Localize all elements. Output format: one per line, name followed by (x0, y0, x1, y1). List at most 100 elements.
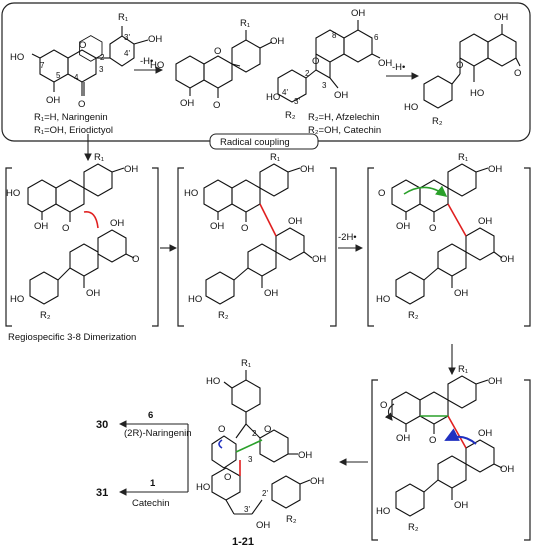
pos-3-flavanol: 3 (322, 81, 327, 90)
oh-radical-label: OH (270, 36, 284, 47)
o-radical-mid3: O (378, 188, 385, 199)
flavanol-structure (277, 20, 381, 103)
red-new-bond-3 (447, 203, 467, 237)
oh-flavanol-right: OH (378, 58, 392, 69)
quinone-methide-structure (391, 163, 503, 305)
red-new-bond-4 (447, 415, 467, 449)
reagent-6: 6 (148, 410, 153, 421)
oh-mid2-d: OH (264, 288, 278, 299)
oh-mid2-5: OH (210, 221, 224, 232)
product-pos-2p: 2' (262, 489, 268, 498)
r2-flavanol: R₂ (285, 110, 296, 121)
compound-31: 31 (96, 487, 108, 499)
oh-mid3-5: OH (396, 221, 410, 232)
o-ring-label: O (79, 40, 86, 51)
r1-label: R₁ (118, 12, 128, 23)
oh-mid3-top: OH (488, 164, 502, 175)
ho-mid3-b: HO (376, 294, 390, 305)
ho-mid1: HO (6, 188, 20, 199)
dimerization-caption: Regiospecific 3-8 Dimerization (8, 332, 136, 343)
minus-2h-label: -2H• (338, 232, 357, 243)
flavanol-radical-structure (423, 24, 521, 109)
oh-bot3-d: OH (454, 500, 468, 511)
ho-7-radical-label: HO (150, 60, 164, 71)
ho-radical-flavanol-b: HO (404, 102, 418, 113)
oh-5-radical-label: OH (180, 98, 194, 109)
pos-3p-flavanol: 3' (294, 97, 300, 106)
red-new-bond-2 (259, 203, 277, 237)
eriodictyol-label: R₁=OH, Eriodictyol (34, 125, 113, 136)
o-mid1: O (62, 223, 69, 234)
oh-mid2-top: OH (300, 164, 314, 175)
oh-mid3-b: OH (478, 216, 492, 227)
ho-bot3-b: HO (376, 506, 390, 517)
oh-bot3-b: OH (478, 428, 492, 439)
pos-2-flavanol: 2 (305, 69, 310, 78)
radical-coupling-label: Radical coupling (220, 137, 290, 148)
ho-mid1-b: HO (10, 294, 24, 305)
oh-mid3-d: OH (454, 288, 468, 299)
radical-coupling-pill (209, 133, 319, 150)
oh-4p-label: OH (148, 34, 162, 45)
oh-bot3-c: OH (500, 464, 514, 475)
pos-7: 7 (40, 61, 45, 70)
ho-mid2: HO (184, 188, 198, 199)
o-mid2: O (241, 223, 248, 234)
r1-bot3: R₁ (458, 364, 468, 375)
oh-mid3-c: OH (500, 254, 514, 265)
oh-mid1-top: OH (124, 164, 138, 175)
pos-3: 3 (99, 65, 104, 74)
compound-30: 30 (96, 419, 108, 431)
o-mid3: O (429, 223, 436, 234)
oh-5-label: OH (46, 95, 60, 106)
oh-mid1-5: OH (34, 221, 48, 232)
oh-3-flavanol: OH (334, 90, 348, 101)
o-4-radical-label: O (213, 100, 220, 111)
bracket-4-right (524, 379, 531, 541)
reagent-1: 1 (150, 478, 156, 489)
ho-4p-flavanol: HO (266, 92, 280, 103)
black-electron-arrow (384, 403, 395, 421)
pos-4: 4 (74, 73, 79, 82)
bracket-2-left (177, 167, 184, 327)
o-ring-radical-flavanol: O (456, 60, 463, 71)
reagent-catechin: Catechin (132, 498, 170, 509)
o-product-a: O (218, 424, 225, 435)
product-label: 1-21 (232, 536, 254, 548)
o-radical-flavanol: O (514, 68, 521, 79)
bracket-1-left (5, 167, 12, 327)
oh-product-d: OH (310, 476, 324, 487)
oh-mid2-c: OH (312, 254, 326, 265)
oh-bot3-5: OH (396, 433, 410, 444)
r2-radical-flavanol: R₂ (432, 116, 443, 127)
r1-mid3: R₁ (458, 152, 468, 163)
product-pos-2: 2 (252, 429, 257, 438)
r1-mid1: R₁ (94, 152, 104, 163)
o-product-c: O (224, 472, 231, 483)
cyclization-intermediate-structure (391, 375, 503, 517)
bracket-3-right (524, 167, 531, 327)
r2-mid3: R₂ (408, 310, 419, 321)
o-bot3: O (380, 400, 387, 411)
minus-h-left: -H• (140, 56, 153, 67)
r2-mid2: R₂ (218, 310, 229, 321)
r1-product: R₁ (241, 358, 251, 369)
r2-bot3: R₂ (408, 522, 419, 533)
reagent-naringenin: (2R)-Naringenin (124, 428, 192, 439)
pos-6: 6 (374, 33, 379, 42)
o-mid1-b: O (132, 254, 139, 265)
bracket-1-right (152, 167, 159, 327)
naringenin-label: R₁=H, Naringenin (34, 112, 108, 123)
r2-mid1: R₂ (40, 310, 51, 321)
r2-product: R₂ (286, 514, 297, 525)
oh-mid1-c: OH (86, 288, 100, 299)
oh-product-c: OH (256, 520, 270, 531)
ho-product-b: HO (196, 482, 210, 493)
flavanone-structure (31, 26, 149, 96)
green-product-bond (235, 439, 263, 453)
green-electron-arrow (403, 185, 448, 197)
pos-4p: 4' (124, 49, 130, 58)
radical-pair-structure (27, 163, 135, 305)
oh-bot3-top: OH (488, 376, 502, 387)
minus-h-right: -H• (392, 62, 405, 73)
